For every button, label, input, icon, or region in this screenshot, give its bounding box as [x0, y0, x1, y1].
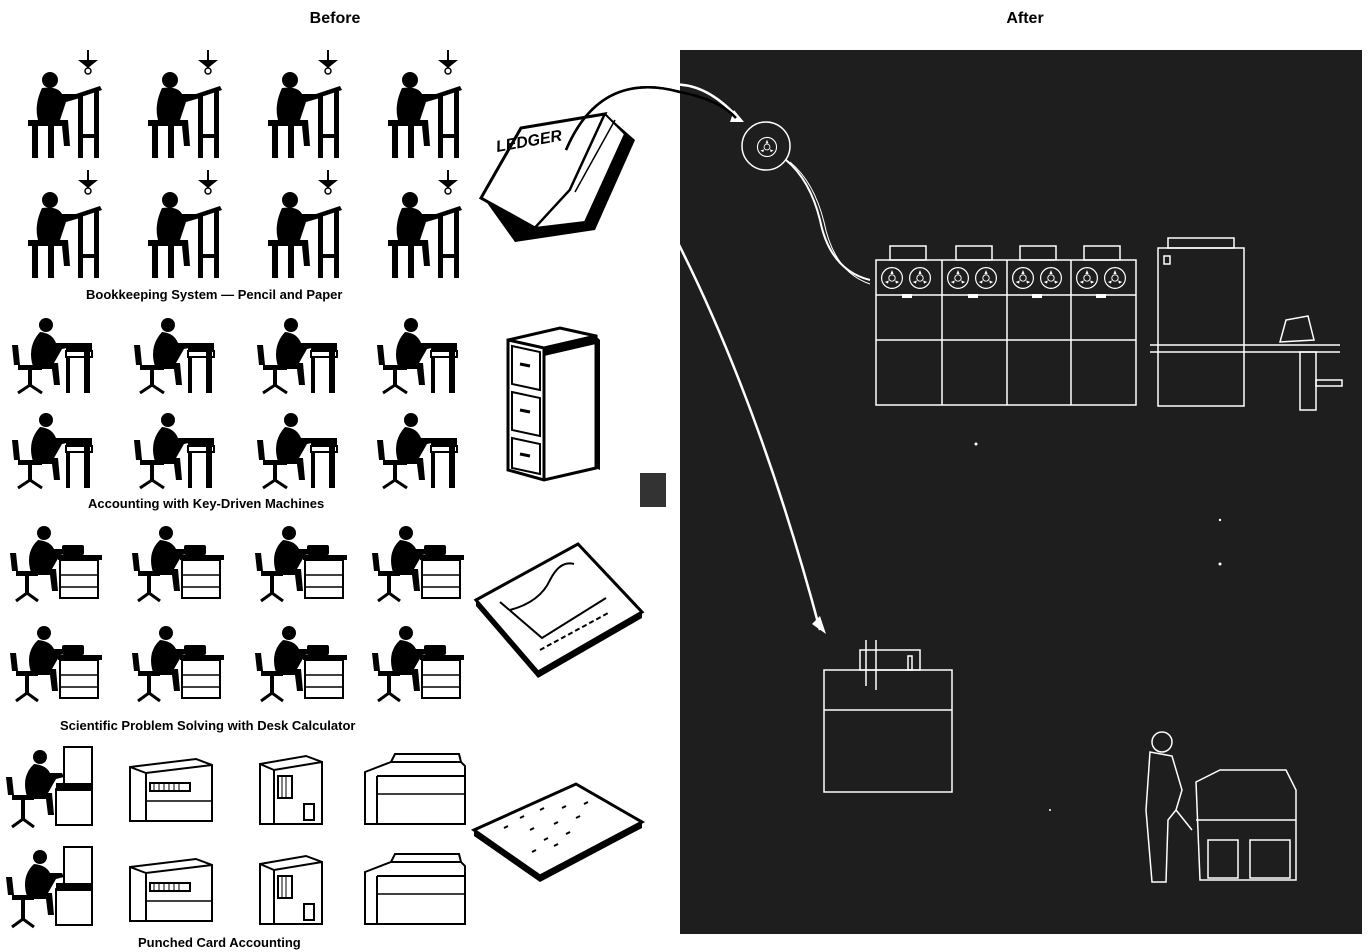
ledger-book-icon: LEDGER [475, 110, 640, 245]
punched-card-icon [470, 780, 645, 895]
caption-punched-card: Punched Card Accounting [138, 935, 301, 950]
keydriven-figures [10, 310, 470, 495]
after-panel [680, 50, 1362, 934]
caption-keydriven: Accounting with Key-Driven Machines [88, 496, 325, 511]
clerk-at-desk-icon [27, 50, 103, 159]
before-header: Before [309, 10, 361, 27]
filing-cabinet-icon [500, 318, 605, 483]
calculator-figures [10, 518, 470, 713]
calculator-operator-icon [10, 524, 104, 603]
tape-reel-icon [880, 267, 1127, 289]
graph-sheet-icon [470, 540, 645, 680]
after-header: After [1006, 10, 1044, 27]
caption-bookkeeping: Bookkeeping System — Pencil and Paper [86, 287, 343, 302]
caption-calculator: Scientific Problem Solving with Desk Cal… [60, 718, 356, 733]
computer-system-icon [680, 83, 1343, 883]
operator-figure-icon [1145, 731, 1297, 883]
typist-icon [10, 316, 94, 395]
card-machine-icon [6, 745, 94, 829]
bookkeeping-figures [10, 45, 470, 285]
punched-card-figures [6, 740, 476, 935]
